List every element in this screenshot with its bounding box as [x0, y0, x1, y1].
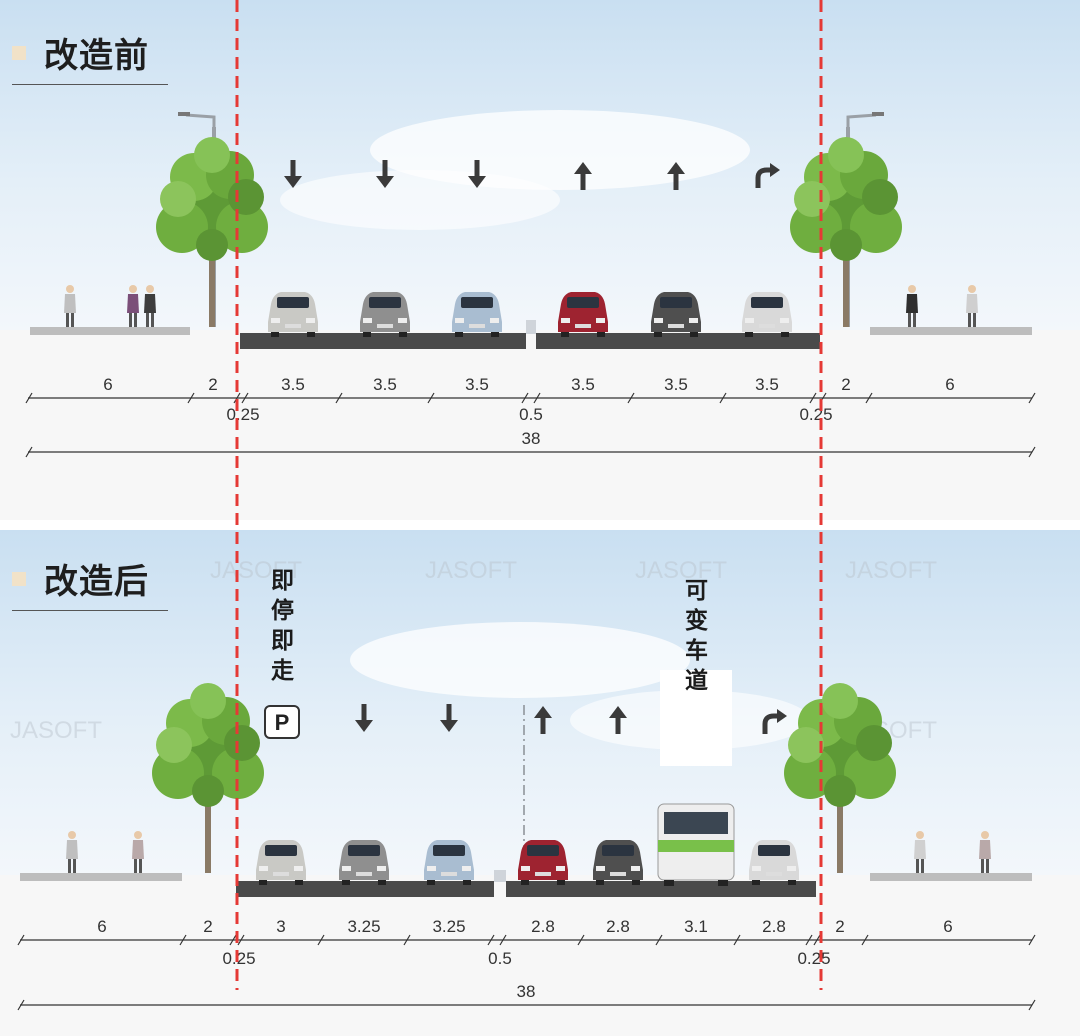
variable-lane-label: 可 变 车 道: [685, 576, 708, 696]
sidewalk-left: [20, 873, 182, 881]
car-icon: [268, 292, 318, 337]
car-icon: [424, 840, 474, 885]
label-backdrop: [660, 670, 732, 766]
pickup-char: 即: [271, 628, 294, 654]
width-label: 3.25: [432, 917, 465, 936]
width-label: 3.5: [664, 375, 688, 394]
width-label: 2.8: [762, 917, 786, 936]
after-title: 改造后: [12, 554, 168, 611]
car-icon: [256, 840, 306, 885]
after-section: JASOFT JASOFT JASOFT JASOFT JASOFT JASOF…: [0, 530, 1080, 1036]
before-title-text: 改造前: [44, 36, 149, 76]
car-icon: [518, 840, 568, 885]
variable-lane-char: 车: [685, 638, 708, 664]
sidewalk-right: [870, 327, 1032, 335]
width-label: 3.5: [373, 375, 397, 394]
width-label: 6: [945, 375, 954, 394]
dimension-line-widths: [25, 392, 1036, 404]
cloud: [280, 170, 560, 230]
watermark-text: JASOFT: [210, 557, 302, 584]
variable-lane-char: 可: [685, 578, 708, 604]
cloud: [350, 622, 690, 698]
ground: [0, 330, 1080, 520]
width-label: 3.25: [347, 917, 380, 936]
dimension-line-total: [25, 446, 1036, 458]
road-left: [240, 333, 526, 349]
parking-sign-letter: P: [275, 710, 290, 735]
road-right: [536, 333, 820, 349]
width-label: 3.5: [281, 375, 305, 394]
width-label: 6: [97, 917, 106, 936]
width-label: 3.5: [571, 375, 595, 394]
width-label: 0.25: [797, 949, 830, 968]
variable-lane-char: 变: [685, 608, 708, 634]
parking-icon: P: [264, 705, 300, 739]
title-underline: [12, 609, 168, 611]
median: [526, 320, 536, 334]
dimension-labels: 6 2 3.5 3.5 3.5 3.5 3.5 3.5 2 6 0.25 0.5…: [103, 375, 954, 448]
width-label: 0.5: [519, 405, 543, 424]
sidewalk-right: [870, 873, 1032, 881]
width-label: 0.5: [488, 949, 512, 968]
width-label: 2: [841, 375, 850, 394]
watermark-text: JASOFT: [425, 557, 517, 584]
road-left: [236, 881, 494, 897]
width-label: 6: [943, 917, 952, 936]
width-label: 2.8: [606, 917, 630, 936]
car-icon: [742, 292, 792, 337]
pickup-char: 停: [271, 598, 294, 624]
dimension-line-total: [17, 999, 1036, 1011]
width-label: 3.5: [465, 375, 489, 394]
total-width-label: 38: [522, 429, 541, 448]
dimension-line-widths: [17, 934, 1036, 946]
ground: [0, 875, 1080, 1036]
width-label: 6: [103, 375, 112, 394]
width-label: 2: [835, 917, 844, 936]
before-title: 改造前: [12, 28, 168, 85]
width-label: 3: [276, 917, 285, 936]
watermark-text: JASOFT: [845, 557, 937, 584]
sidewalk-left: [30, 327, 190, 335]
median: [494, 870, 506, 882]
car-icon: [339, 840, 389, 885]
total-width-label: 38: [517, 982, 536, 1001]
width-label: 2.8: [531, 917, 555, 936]
variable-lane-char: 道: [685, 668, 708, 694]
watermark-text: JASOFT: [635, 557, 727, 584]
car-icon: [452, 292, 502, 337]
after-cross-section: JASOFT JASOFT JASOFT JASOFT JASOFT JASOF…: [0, 530, 1080, 1036]
car-icon: [593, 840, 643, 885]
before-section: 6 2 3.5 3.5 3.5 3.5 3.5 3.5 2 6 0.25 0.5…: [0, 0, 1080, 520]
pickup-dropoff-label: 即 停 即 走: [271, 566, 294, 686]
title-marker: [12, 571, 26, 586]
cloud: [370, 110, 750, 190]
pickup-char: 走: [271, 658, 294, 684]
before-cross-section: 6 2 3.5 3.5 3.5 3.5 3.5 3.5 2 6 0.25 0.5…: [0, 0, 1080, 520]
car-icon: [558, 292, 608, 337]
title-marker: [12, 45, 26, 60]
car-icon: [360, 292, 410, 337]
width-label: 2: [203, 917, 212, 936]
width-label: 0.25: [799, 405, 832, 424]
road-right: [506, 881, 816, 897]
pickup-char: 即: [271, 568, 294, 594]
after-title-text: 改造后: [44, 562, 149, 602]
watermark-text: JASOFT: [10, 717, 102, 744]
width-label: 3.5: [755, 375, 779, 394]
width-label: 0.25: [226, 405, 259, 424]
width-label: 0.25: [222, 949, 255, 968]
car-icon: [651, 292, 701, 337]
title-underline: [12, 83, 168, 85]
bus-icon: [657, 803, 735, 886]
width-label: 2: [208, 375, 217, 394]
width-label: 3.1: [684, 917, 708, 936]
car-icon: [749, 840, 799, 885]
